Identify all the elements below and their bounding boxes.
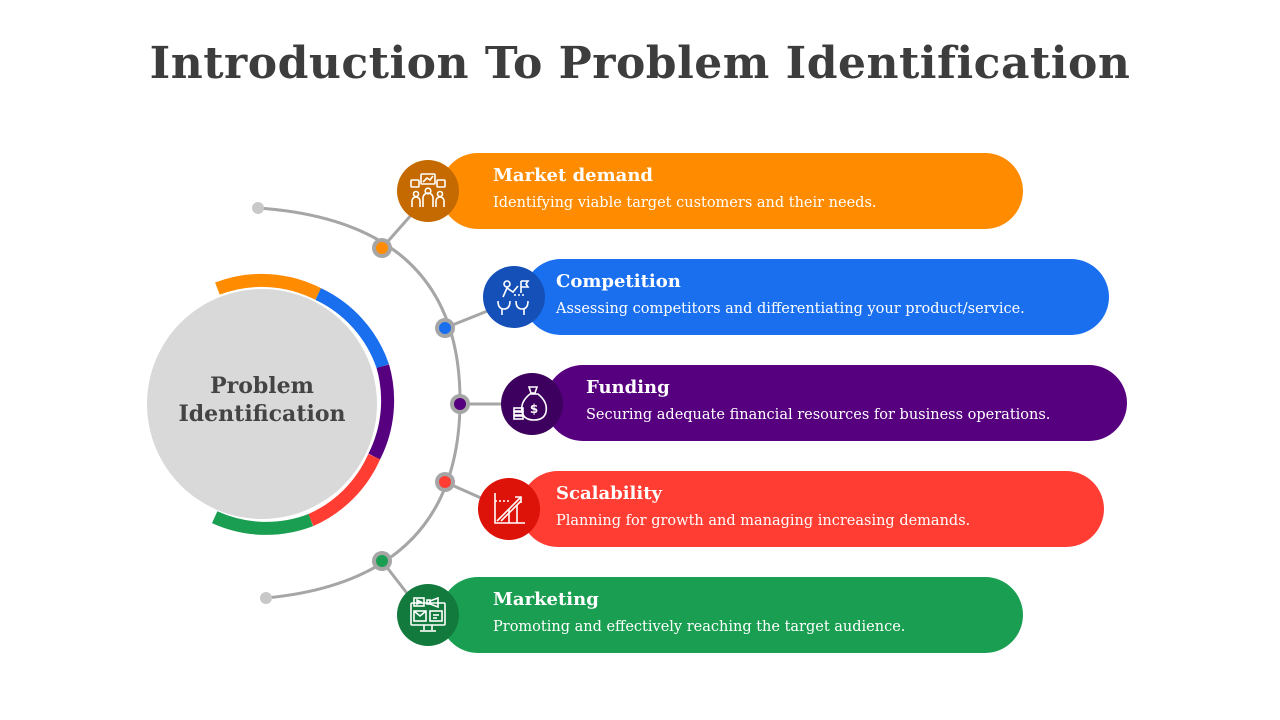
money-bag-icon: $ xyxy=(501,373,563,435)
center-circle xyxy=(147,289,377,519)
node-3 xyxy=(450,394,470,414)
item-description: Planning for growth and managing increas… xyxy=(556,513,971,529)
node-1 xyxy=(372,238,392,258)
item-marketing: Marketing Promoting and effectively reac… xyxy=(440,577,1023,653)
node-5 xyxy=(372,551,392,571)
arc-end-dot-top xyxy=(252,202,264,214)
item-title: Scalability xyxy=(556,483,662,504)
item-scalability: Scalability Planning for growth and mana… xyxy=(520,471,1104,547)
growth-chart-icon xyxy=(478,478,540,540)
item-title: Funding xyxy=(586,377,670,398)
item-description: Assessing competitors and differentiatin… xyxy=(556,301,1025,317)
item-funding: Funding Securing adequate financial reso… xyxy=(545,365,1127,441)
node-2 xyxy=(435,318,455,338)
center-label-line2: Identification xyxy=(178,401,346,427)
node-4 xyxy=(435,472,455,492)
item-title: Competition xyxy=(556,271,681,292)
team-analytics-icon xyxy=(397,160,459,222)
ring-segment-red xyxy=(308,453,381,527)
item-competition: Competition Assessing competitors and di… xyxy=(523,259,1109,335)
ring-segment-purple xyxy=(368,364,395,460)
ring-segment-blue xyxy=(315,288,389,369)
item-market-demand: Market demand Identifying viable target … xyxy=(440,153,1023,229)
ring-segment-orange xyxy=(215,273,322,300)
item-title: Market demand xyxy=(493,165,653,186)
page-title: Introduction To Problem Identification xyxy=(149,38,1131,89)
item-description: Promoting and effectively reaching the t… xyxy=(493,619,906,635)
svg-text:$: $ xyxy=(530,402,538,416)
center-label-line1: Problem xyxy=(210,373,314,399)
center-label: Problem Identification xyxy=(148,372,376,428)
competition-flag-icon xyxy=(483,266,545,328)
ring-segment-green xyxy=(212,511,314,535)
arc-end-dot-bottom xyxy=(260,592,272,604)
item-description: Identifying viable target customers and … xyxy=(493,195,877,211)
digital-marketing-icon xyxy=(397,584,459,646)
item-title: Marketing xyxy=(493,589,599,610)
item-description: Securing adequate financial resources fo… xyxy=(586,407,1051,423)
